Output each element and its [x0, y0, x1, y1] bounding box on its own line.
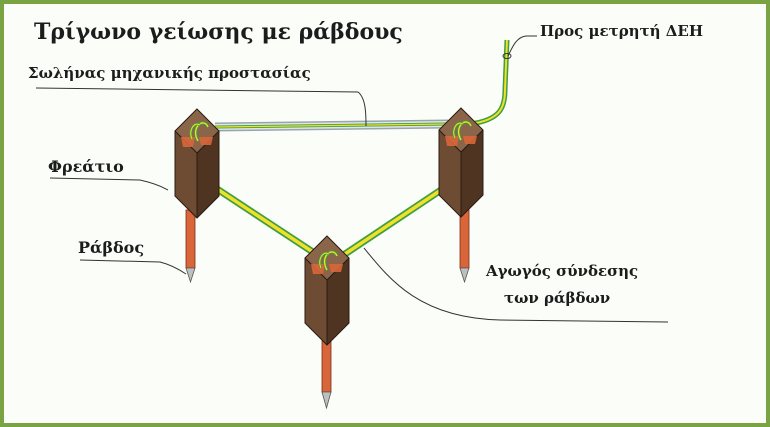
leader-pipe	[35, 87, 367, 127]
label-rod: Ράβδος	[78, 238, 145, 257]
pit-right	[438, 107, 484, 218]
meter-cable	[469, 39, 512, 127]
leader-pit	[49, 177, 169, 191]
label-pit: Φρεάτιο	[48, 157, 124, 176]
label-connector-line1: Αγωγός σύνδεσης	[486, 262, 639, 280]
diagram-title: Τρίγωνο γείωσης με ράβδους	[34, 19, 403, 45]
rod-center	[321, 334, 332, 410]
leader-connector	[363, 247, 669, 323]
rod-left	[185, 209, 196, 284]
label-to-meter: Προς μετρητή ΔΕΗ	[540, 22, 704, 40]
label-connector-line2: των ράβδων	[504, 289, 611, 307]
connector-conductor	[203, 177, 458, 263]
leader-rod	[79, 259, 187, 275]
protective-pipe	[214, 119, 449, 132]
label-protective-pipe: Σωλήνας μηχανικής προστασίας	[28, 64, 311, 82]
leader-meter	[507, 35, 537, 57]
pit-left	[174, 108, 220, 219]
pit-center	[304, 235, 350, 346]
rod-right	[459, 209, 470, 284]
